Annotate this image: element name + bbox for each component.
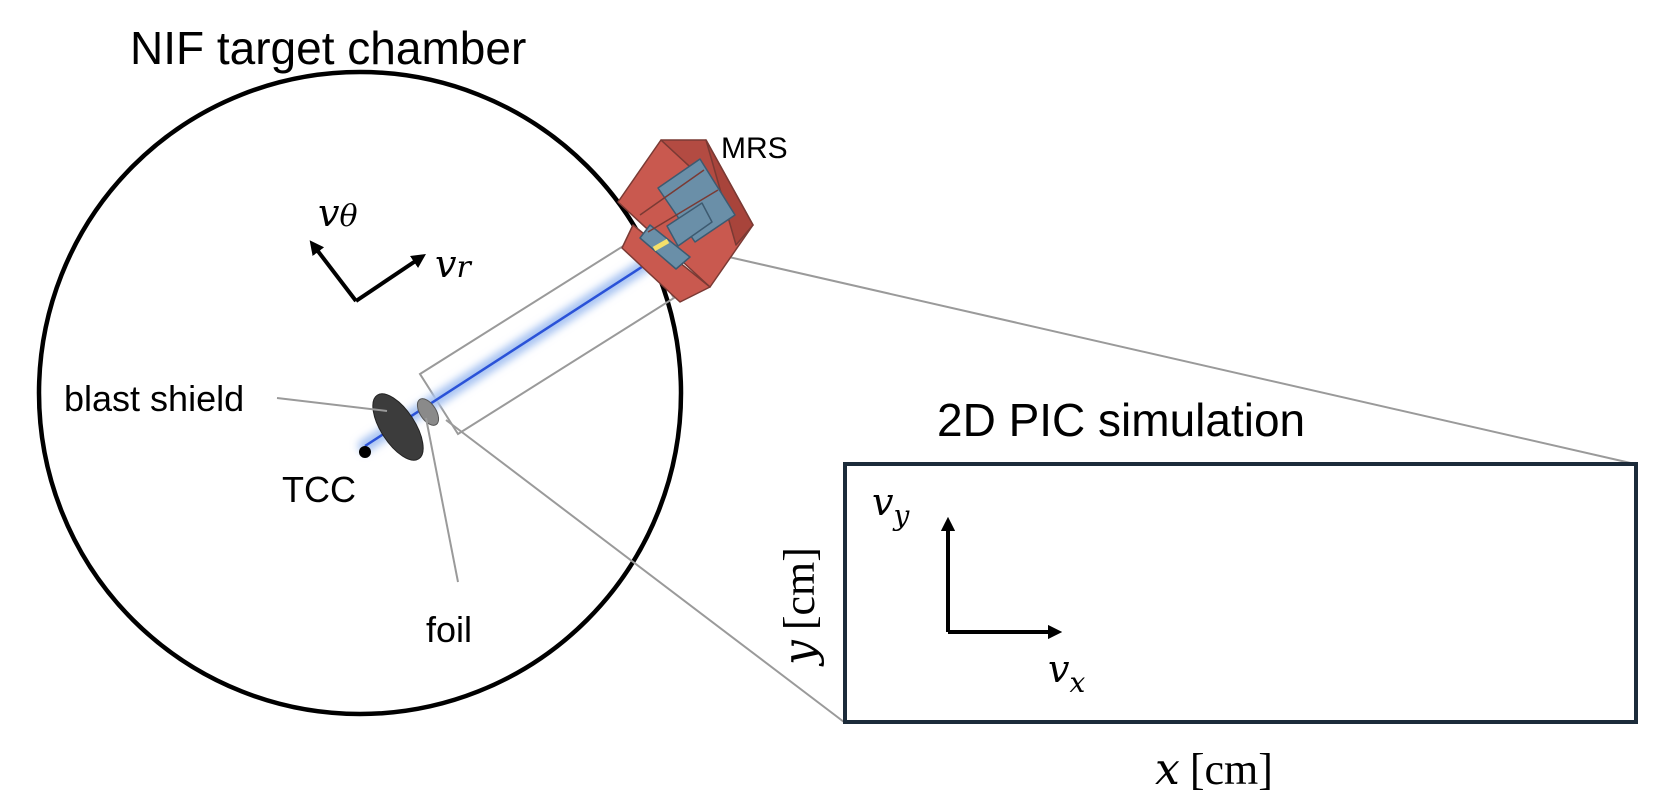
zoom-leader-lines [445,238,1636,723]
line-of-sight-tube [418,236,676,436]
mrs-label: MRS [721,132,788,165]
v-r-label: vr [435,242,472,286]
y-axis-label: y[cm] [774,547,825,667]
target-chamber-circle [36,69,684,717]
foil-disk [416,398,440,426]
simulation-title: 2D PIC simulation [937,394,1305,446]
label-leader-lines [276,397,459,583]
simulation-box [843,462,1638,724]
tcc-dot [359,446,371,458]
neutron-beam [358,243,675,453]
v-y-label: vy [872,480,910,532]
chamber-title: NIF target chamber [130,22,526,74]
mrs-aperture-marker [652,238,670,252]
tcc-label: TCC [282,469,356,510]
mrs-detector [617,139,754,303]
v-x-label: vx [1048,647,1085,699]
x-axis-label: x[cm] [1155,744,1273,795]
simulation-velocity-axes [940,516,1063,640]
chamber-velocity-axes [309,240,426,303]
foil-label: foil [426,609,472,650]
v-theta-label: vθ [318,191,358,235]
blast-shield-label: blast shield [64,378,244,419]
